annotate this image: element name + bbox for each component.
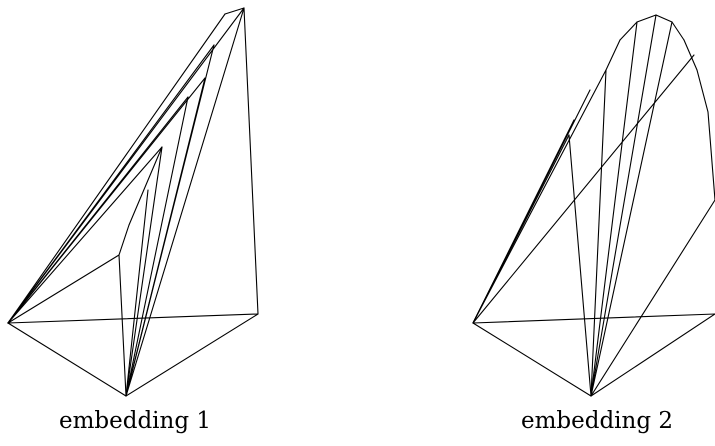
graph-edge (125, 77, 206, 397)
graph-edge (118, 224, 130, 256)
graph-edge (590, 199, 715, 397)
graph-edge (590, 21, 638, 397)
graph-edge (472, 69, 607, 324)
graph-edge (696, 69, 709, 113)
graph-edge (472, 54, 695, 324)
graph-edge (7, 44, 215, 324)
graph-edge (472, 89, 591, 324)
graph-edge (125, 7, 245, 397)
graph-edge (655, 14, 673, 23)
graph-edge (636, 14, 657, 23)
embedding-1-graph (7, 7, 259, 397)
graph-edge (590, 69, 607, 397)
graph-edge (243, 7, 259, 315)
graph-edge (472, 313, 715, 324)
graph-edge (683, 39, 698, 71)
graph-edge (7, 313, 259, 324)
graph-edge (125, 96, 189, 397)
graph-edge (224, 7, 245, 15)
graph-edge (125, 313, 259, 397)
embedding-2-graph (472, 14, 715, 397)
graph-edge (118, 254, 127, 397)
graph-edge (7, 146, 163, 324)
graph-edge (128, 146, 163, 226)
graph-edge (568, 134, 592, 397)
graph-edge (125, 146, 163, 397)
graph-edge (125, 189, 149, 397)
graph-edge (590, 21, 673, 397)
graph-edge (472, 322, 592, 397)
graph-edge (7, 322, 127, 397)
embedding-1-caption: embedding 1 (58, 408, 212, 434)
embedding-2-caption: embedding 2 (520, 408, 674, 434)
graph-edge (7, 96, 189, 324)
graph-edge (590, 14, 657, 397)
graph-edge (619, 21, 638, 41)
graph-edge (605, 39, 621, 71)
graph-edge (7, 13, 226, 324)
graph-edge (707, 111, 715, 201)
graph-edge (590, 313, 715, 397)
graph-edge (7, 254, 120, 324)
graph-edge (671, 21, 685, 41)
